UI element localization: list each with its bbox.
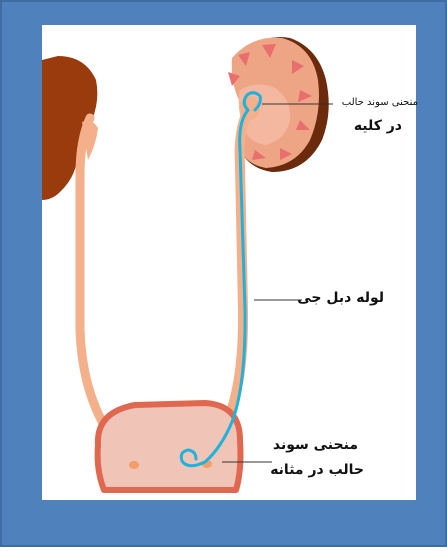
left-ureteral-orifice — [129, 461, 139, 469]
label-kidney-coil-line2: در کلیه — [330, 118, 402, 134]
label-stent-tube: لوله دبل جی — [300, 290, 384, 306]
label-bladder-coil-line2: حالب در مثانه — [268, 462, 364, 478]
label-kidney-coil-line1: منحنی سوند حالب — [330, 97, 418, 108]
label-bladder-coil-line1: منحنی سوند — [268, 437, 358, 453]
